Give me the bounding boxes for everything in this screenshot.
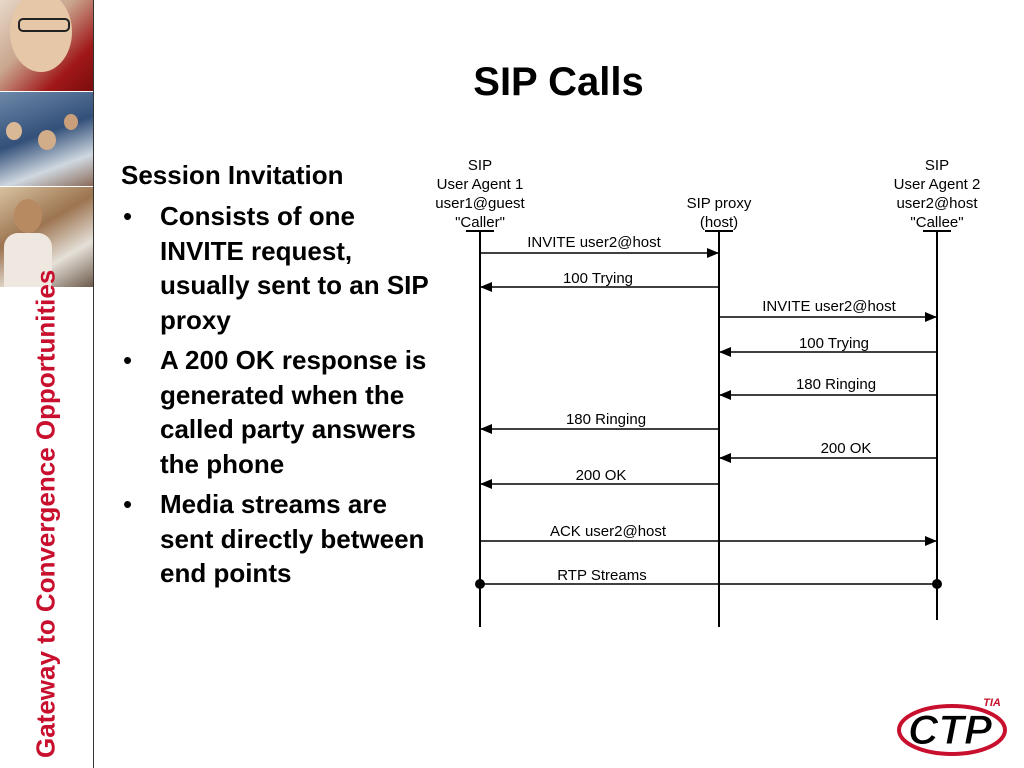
participant-1-line-3: user1@guest xyxy=(435,195,525,212)
logo-super-text: TIA xyxy=(983,697,1001,709)
message-label: RTP Streams xyxy=(557,567,646,584)
participant-1-line-4: "Caller" xyxy=(455,214,505,231)
bullet-item: • A 200 OK response is generated when the… xyxy=(121,343,431,481)
stream-endpoint-dot xyxy=(932,579,942,589)
photo-classroom xyxy=(0,92,93,186)
message-label: 100 Trying xyxy=(563,270,633,287)
message-label: 100 Trying xyxy=(799,335,869,352)
message-label: 180 Ringing xyxy=(796,376,876,393)
sidebar: Gateway to Convergence Opportunities xyxy=(0,0,94,768)
bullet-text: Consists of one INVITE request, usually … xyxy=(160,201,429,335)
message-label: 200 OK xyxy=(576,467,627,484)
message-2: 100 Trying xyxy=(480,270,719,292)
message-label: 200 OK xyxy=(821,440,872,457)
stream-endpoint-dot xyxy=(475,579,485,589)
participant-3-line-4: "Callee" xyxy=(910,214,963,231)
bullet-list: • Consists of one INVITE request, usually… xyxy=(121,199,431,591)
message-label: INVITE user2@host xyxy=(762,298,896,315)
participant-3-line-3: user2@host xyxy=(896,195,978,212)
participant-2-line-1: SIP proxy xyxy=(687,195,752,212)
bullet-text: A 200 OK response is generated when the … xyxy=(160,345,427,479)
message-10: RTP Streams xyxy=(475,567,942,589)
bullet-item: • Consists of one INVITE request, usually… xyxy=(121,199,431,337)
bullet-item: • Media streams are sent directly between… xyxy=(121,487,431,591)
bullet-glyph: • xyxy=(123,489,133,519)
bullet-glyph: • xyxy=(123,201,133,231)
logo-main-text: CTP xyxy=(908,706,993,753)
slide-title: SIP Calls xyxy=(473,60,644,104)
ctp-logo: CTP TIA xyxy=(897,697,1007,756)
participant-3-line-1: SIP xyxy=(925,157,949,174)
bullet-glyph: • xyxy=(123,345,133,375)
message-3: INVITE user2@host xyxy=(719,298,937,322)
message-8: 200 OK xyxy=(480,467,719,489)
message-label: ACK user2@host xyxy=(550,523,667,540)
message-label: INVITE user2@host xyxy=(527,234,661,251)
message-5: 180 Ringing xyxy=(719,376,937,400)
session-heading: Session Invitation xyxy=(121,160,344,190)
logo-swoosh xyxy=(897,704,1007,756)
message-6: 180 Ringing xyxy=(480,411,719,434)
message-label: 180 Ringing xyxy=(566,411,646,428)
participant-3-line-2: User Agent 2 xyxy=(894,176,981,193)
message-1: INVITE user2@host xyxy=(480,234,719,258)
photo-man-glasses xyxy=(0,0,93,91)
photo-woman-presenting xyxy=(0,187,93,287)
message-4: 100 Trying xyxy=(719,335,937,357)
message-9: ACK user2@host xyxy=(480,523,937,546)
participant-1-line-2: User Agent 1 xyxy=(437,176,524,193)
participant-1-line-1: SIP xyxy=(468,157,492,174)
participant-2-line-2: (host) xyxy=(700,214,738,231)
text-block: Session Invitation • Consists of one INVI… xyxy=(121,160,431,597)
message-7: 200 OK xyxy=(719,440,937,463)
bullet-text: Media streams are sent directly between … xyxy=(160,489,425,588)
